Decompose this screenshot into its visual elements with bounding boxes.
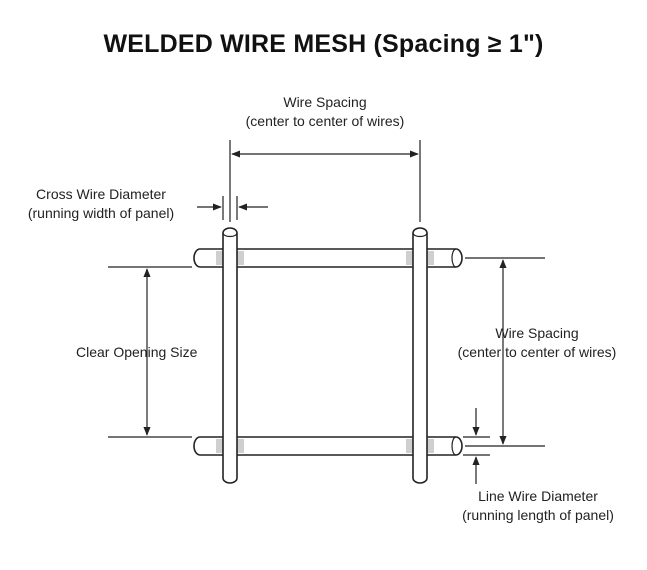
line-diameter-label-line1: Line Wire Diameter [478, 488, 598, 504]
right-spacing-dimension [465, 257, 545, 447]
cross-wire-right [412, 227, 428, 484]
line-wire-top [193, 248, 463, 268]
line-diameter-label-line2: (running length of panel) [462, 507, 614, 523]
right-spacing-label-line1: Wire Spacing [495, 325, 579, 341]
weld-shading [216, 251, 434, 453]
clear-opening-dimension [108, 266, 192, 438]
top-spacing-label: Wire Spacing (center to center of wires) [225, 93, 425, 131]
top-spacing-label-line2: (center to center of wires) [245, 113, 405, 129]
top-spacing-dimension [229, 140, 421, 222]
cross-diameter-label-line2: (running width of panel) [27, 205, 175, 221]
top-spacing-label-line1: Wire Spacing [283, 94, 367, 110]
line-diameter-dimension [463, 408, 490, 484]
right-spacing-label: Wire Spacing (center to center of wires) [437, 324, 637, 362]
cross-diameter-label-line1: Cross Wire Diameter [36, 186, 166, 202]
right-spacing-label-line2: (center to center of wires) [457, 344, 617, 360]
line-diameter-label: Line Wire Diameter (running length of pa… [438, 487, 638, 525]
cross-wire-left [222, 227, 238, 484]
line-wire-bottom [193, 436, 463, 456]
cross-diameter-dimension [197, 196, 268, 220]
diagram-title: WELDED WIRE MESH (Spacing ≥ 1") [103, 30, 544, 58]
clear-opening-label: Clear Opening Size [76, 344, 198, 360]
cross-diameter-label: Cross Wire Diameter (running width of pa… [6, 185, 196, 223]
